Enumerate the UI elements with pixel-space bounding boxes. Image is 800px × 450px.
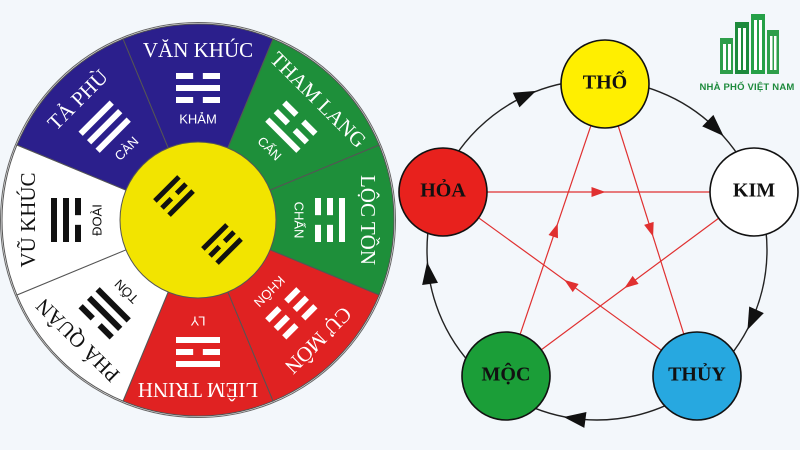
element-label: KIM bbox=[733, 180, 775, 202]
trigram-name: LY bbox=[190, 314, 205, 329]
wheel-sector bbox=[122, 218, 274, 417]
arrow-icon bbox=[422, 262, 438, 286]
trigram-icon bbox=[315, 198, 345, 242]
wheel-sector bbox=[1, 144, 200, 296]
trigram-icon bbox=[201, 223, 243, 265]
arrow-icon bbox=[512, 90, 537, 108]
arrow-icon bbox=[702, 114, 724, 136]
trigram-name: KHẢM bbox=[179, 111, 217, 126]
trigram-icon bbox=[78, 100, 131, 153]
star-label: LỘC TỒN bbox=[356, 175, 380, 265]
arrow-icon bbox=[747, 306, 764, 330]
element-label: THỔ bbox=[583, 70, 627, 94]
trigram-name: ĐOÀI bbox=[89, 204, 104, 236]
arrow-icon bbox=[563, 412, 587, 428]
trigram-icon bbox=[176, 337, 220, 367]
building-logo-icon bbox=[720, 14, 779, 74]
arrow-icon bbox=[564, 279, 579, 293]
star-label: VŨ KHÚC bbox=[16, 172, 40, 267]
element-node bbox=[652, 331, 742, 421]
trigram-icon bbox=[265, 287, 318, 340]
trigram-icon bbox=[265, 100, 318, 153]
arrow-icon bbox=[624, 275, 639, 289]
star-label: VĂN KHÚC bbox=[143, 38, 253, 62]
trigram-icon bbox=[153, 175, 195, 217]
trigram-icon bbox=[51, 198, 81, 242]
trigram-name: CHẤN bbox=[292, 202, 307, 239]
trigram-icon bbox=[78, 287, 131, 340]
star-label: LIÊM TRINH bbox=[138, 378, 258, 402]
element-label: MỘC bbox=[482, 363, 531, 386]
trigram-icon bbox=[176, 73, 220, 103]
element-node bbox=[461, 331, 551, 421]
element-node bbox=[560, 39, 650, 129]
element-node bbox=[398, 147, 488, 237]
element-node bbox=[709, 147, 799, 237]
brand-logo: NHÀ PHỐ VIỆT NAM bbox=[698, 8, 796, 98]
element-label: THỦY bbox=[668, 363, 726, 386]
arrow-icon bbox=[548, 223, 558, 239]
wheel-sector bbox=[196, 144, 395, 296]
brand-name: NHÀ PHỐ VIỆT NAM bbox=[699, 82, 795, 93]
wheel-sector bbox=[122, 23, 274, 222]
arrow-icon bbox=[644, 221, 654, 237]
element-label: HỎA bbox=[420, 179, 466, 202]
five-elements-cycle: THỔ KIM THỦY MỘC HỎA bbox=[398, 39, 799, 428]
arrow-icon bbox=[591, 187, 606, 197]
wheel-center bbox=[119, 141, 277, 299]
